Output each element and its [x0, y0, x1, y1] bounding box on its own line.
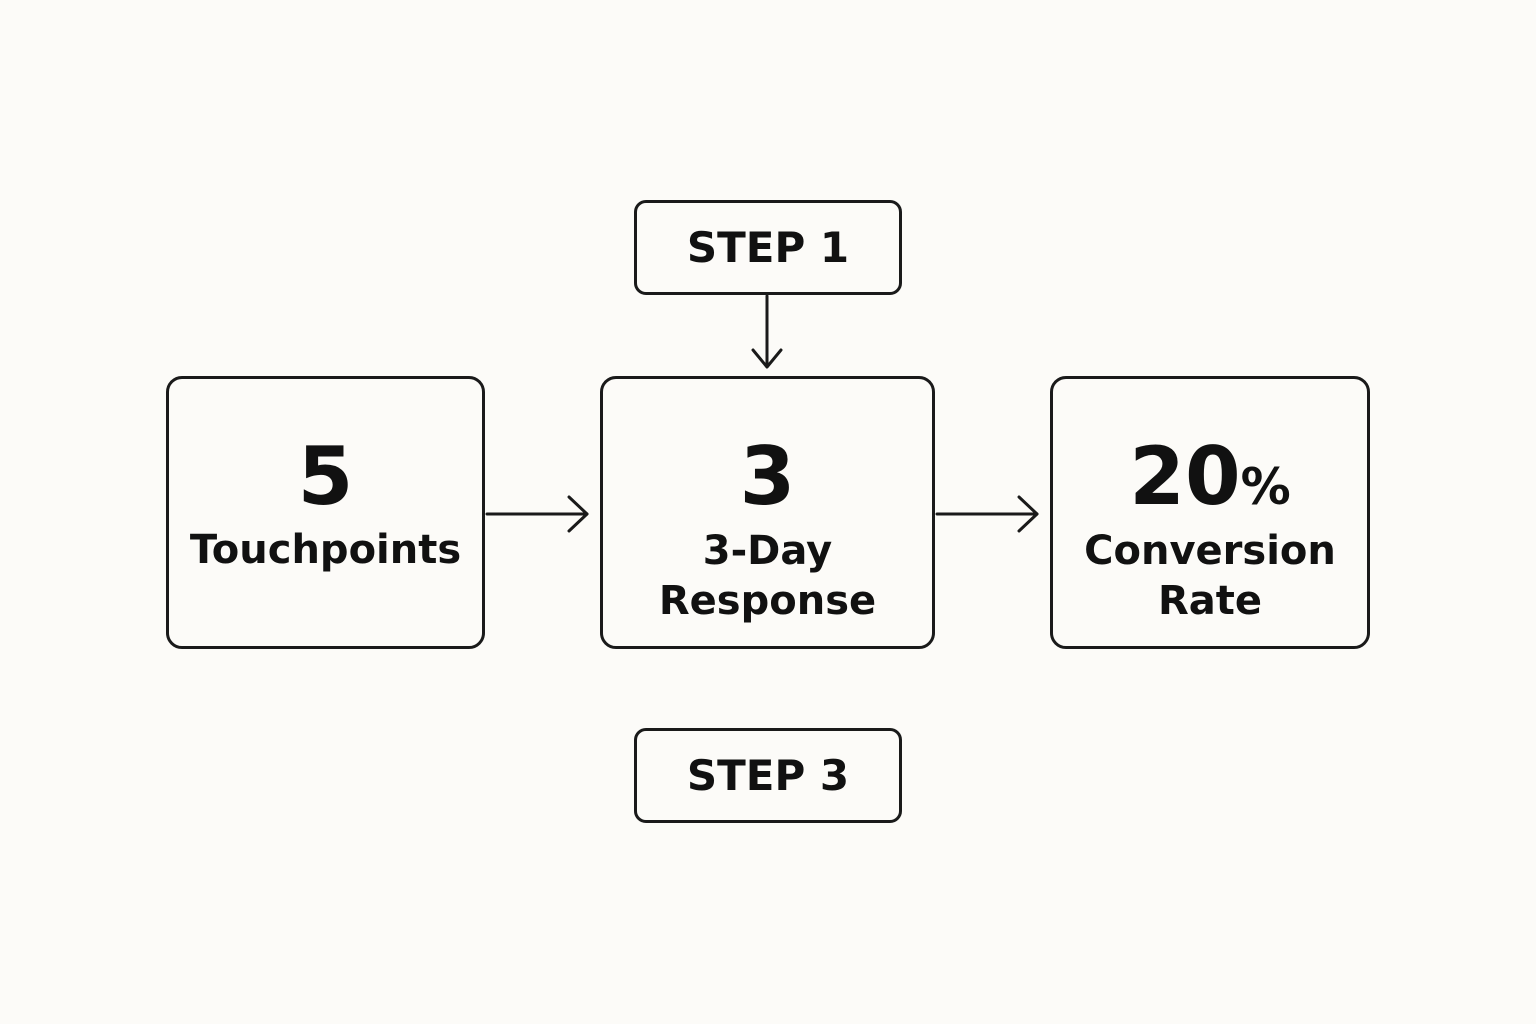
conversion-label-line-2: Rate — [1157, 578, 1263, 624]
touchpoints-number: 5 — [297, 430, 354, 523]
step-1-label: STEP 1 — [686, 222, 850, 272]
response-number: 3 — [739, 430, 796, 523]
arrow-response-to-conversion — [935, 495, 1039, 533]
step-1-box: STEP 1 — [634, 200, 902, 295]
response-value: 3 — [603, 437, 932, 517]
conversion-box: 20% Conversion Rate — [1050, 376, 1370, 649]
touchpoints-label-line-1: Touchpoints — [189, 527, 462, 573]
response-label: 3-Day Response — [603, 526, 932, 626]
step-3-label: STEP 3 — [686, 750, 850, 800]
touchpoints-value: 5 — [169, 437, 482, 517]
response-label-line-1: 3-Day — [702, 528, 833, 574]
touchpoints-label: Touchpoints — [169, 525, 482, 575]
conversion-number: 20 — [1129, 430, 1241, 523]
conversion-unit: % — [1240, 458, 1291, 516]
conversion-label-line-1: Conversion — [1084, 528, 1336, 574]
arrow-touchpoints-to-response — [485, 495, 589, 533]
conversion-value: 20% — [1053, 437, 1367, 517]
response-box: 3 3-Day Response — [600, 376, 935, 649]
response-label-line-2: Response — [658, 578, 877, 624]
conversion-label: Conversion Rate — [1053, 526, 1367, 626]
step-3-box: STEP 3 — [634, 728, 902, 823]
touchpoints-box: 5 Touchpoints — [166, 376, 485, 649]
arrow-step1-to-response — [751, 294, 783, 369]
